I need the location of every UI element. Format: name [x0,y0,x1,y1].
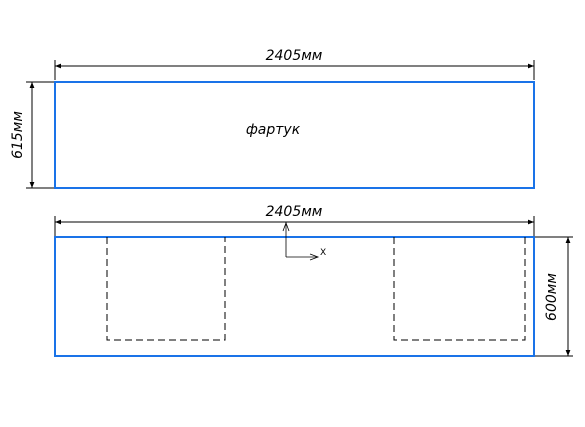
top-panel-name: фартук [246,122,301,138]
axis-x-arrow-icon [309,253,320,261]
axis-x-label: X [320,248,326,258]
bottom-panel-outline [54,236,535,357]
hidden-cutout-left [106,237,226,341]
bottom-width-label: 2405мм [266,204,323,220]
top-width-label: 2405мм [266,48,323,64]
axis-y-arrow-icon [282,221,290,232]
top-height-label: 615мм [10,111,26,159]
hidden-cutout-right [393,237,526,341]
coordinate-axes: X [282,221,326,261]
top-panel: 2405мм 615мм фартук [10,48,535,189]
bottom-height-label: 600мм [544,273,560,321]
bottom-panel: 2405мм 600мм X [54,204,573,357]
top-panel-outline [54,81,535,189]
